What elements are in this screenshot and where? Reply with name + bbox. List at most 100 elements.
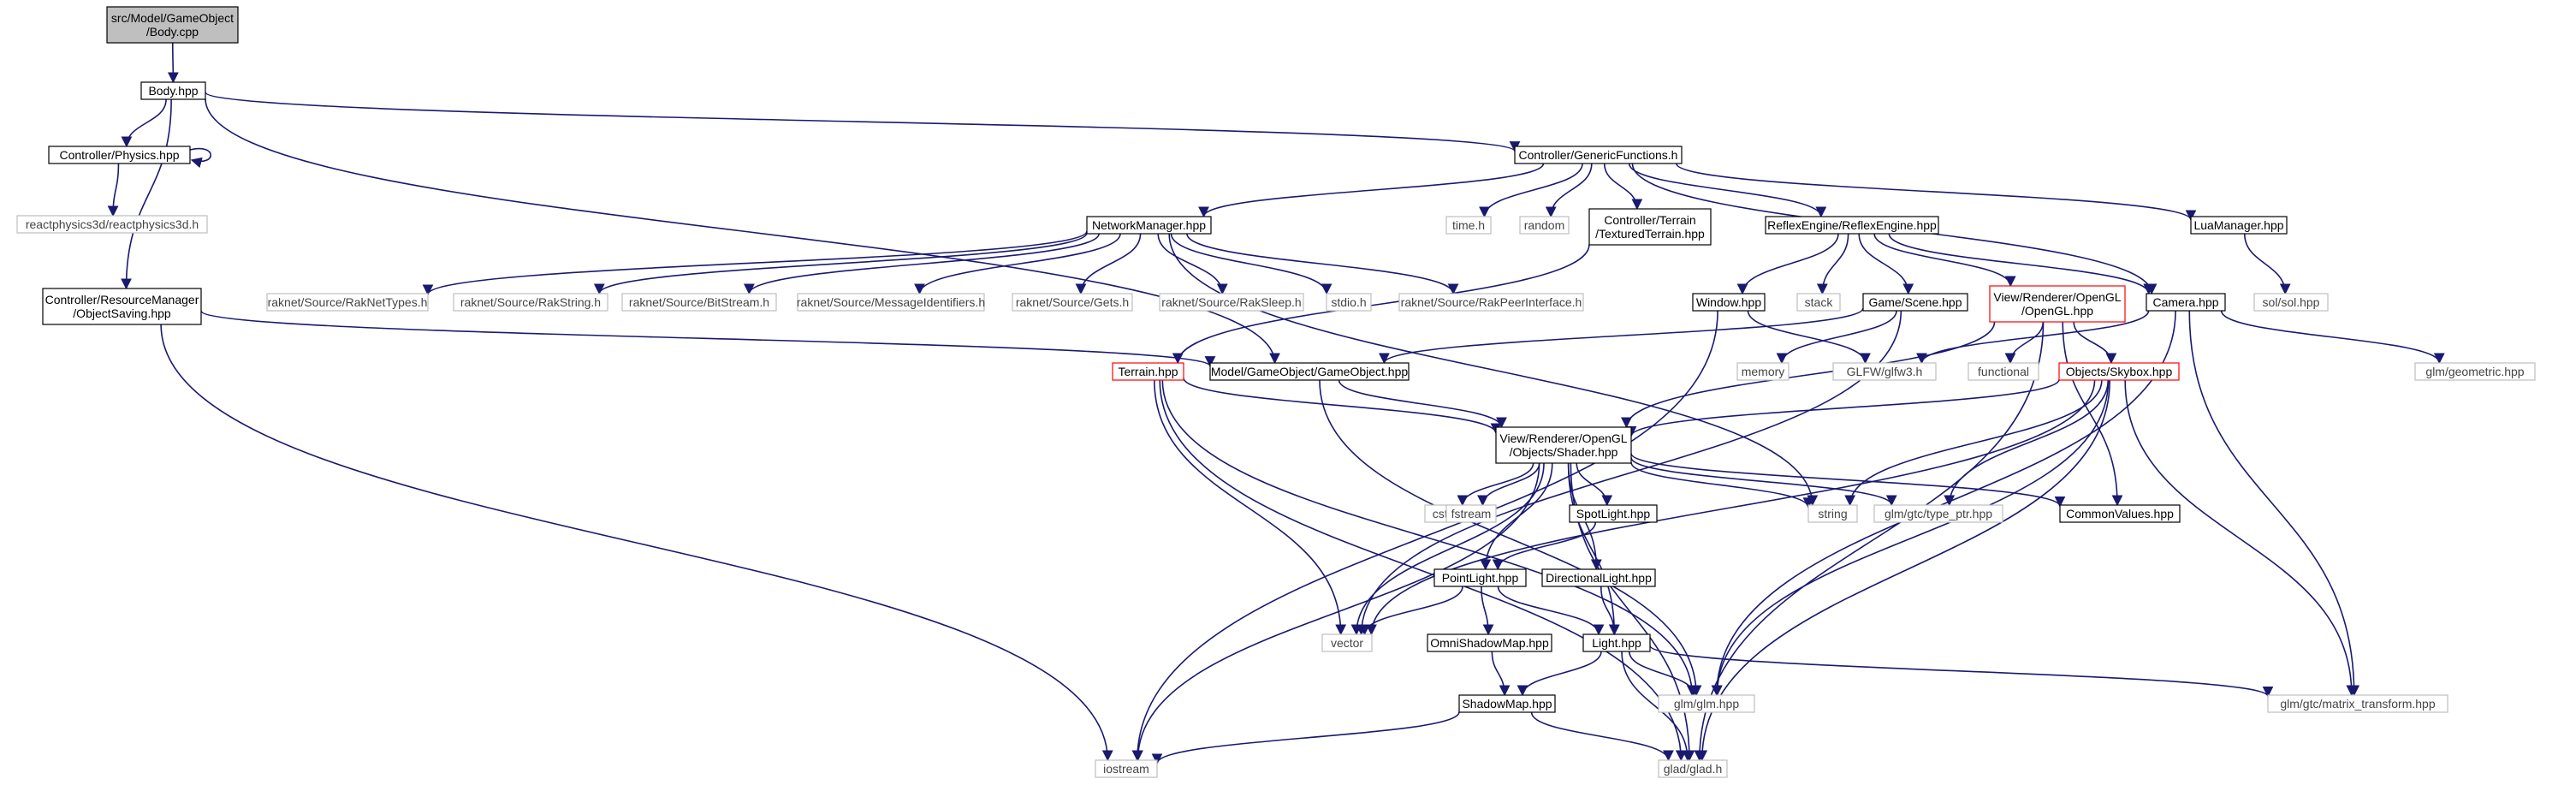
node-label: functional bbox=[1978, 365, 2029, 378]
edge-reflex-to-opengl bbox=[1873, 233, 2016, 288]
node-label: Controller/Physics.hpp bbox=[59, 148, 179, 162]
node-box bbox=[1445, 216, 1492, 235]
node-body_hpp[interactable]: Body.hpp bbox=[140, 81, 206, 100]
edge-terrainhpp-to-vector bbox=[1154, 379, 1347, 636]
edge-pointlight-to-vector bbox=[1359, 586, 1463, 636]
node-label: glm/gtc/type_ptr.hpp bbox=[1885, 507, 1992, 520]
node-gameobj[interactable]: Model/GameObject/GameObject.hpp bbox=[1209, 362, 1410, 381]
edge-opengl-to-shader bbox=[1621, 321, 1996, 429]
edge-body_hpp-to-gameobj bbox=[205, 98, 1280, 365]
node-genfunc[interactable]: Controller/GenericFunctions.h bbox=[1514, 146, 1683, 164]
node-label: glm/gtc/matrix_transform.hpp bbox=[2280, 697, 2435, 711]
node-opengl[interactable]: View/Renderer/OpenGL/OpenGL.hpp bbox=[1989, 285, 2126, 323]
node-skybox[interactable]: Objects/Skybox.hpp bbox=[2058, 362, 2180, 381]
node-react: reactphysics3d/reactphysics3d.h bbox=[16, 215, 208, 234]
node-physics[interactable]: Controller/Physics.hpp bbox=[48, 146, 191, 164]
node-texterrain[interactable]: Controller/Terrain/TexturedTerrain.hpp bbox=[1588, 208, 1712, 246]
node-label: GLFW/glfw3.h bbox=[1847, 365, 1923, 378]
edge-dirlight-to-light bbox=[1600, 586, 1620, 636]
node-box bbox=[1541, 568, 1656, 587]
node-label: raknet/Source/Gets.h bbox=[1016, 295, 1129, 309]
edge-genfunc-to-netmgr bbox=[1198, 163, 1545, 218]
node-netmgr[interactable]: NetworkManager.hpp bbox=[1086, 216, 1212, 235]
include-edges bbox=[107, 42, 2445, 765]
node-label: /TexturedTerrain.hpp bbox=[1595, 227, 1705, 241]
node-stack: stack bbox=[1796, 293, 1841, 312]
node-box bbox=[1832, 362, 1937, 381]
node-box bbox=[2146, 293, 2226, 312]
node-fstream: fstream bbox=[1445, 504, 1497, 523]
node-box bbox=[1321, 633, 1373, 652]
edge-skybox-to-shader bbox=[1625, 378, 2060, 437]
node-shadow[interactable]: ShadowMap.hpp bbox=[1458, 694, 1556, 713]
node-reflex[interactable]: ReflexEngine/ReflexEngine.hpp bbox=[1765, 216, 1939, 235]
node-terrainhpp[interactable]: Terrain.hpp bbox=[1112, 362, 1184, 381]
edge-shader-to-spotlight bbox=[1576, 462, 1613, 507]
node-label: sol/sol.hpp bbox=[2263, 295, 2320, 309]
node-label: Camera.hpp bbox=[2152, 295, 2218, 309]
node-box bbox=[2059, 504, 2181, 523]
edge-shader-to-light bbox=[1567, 462, 1620, 636]
edge-terrainhpp-to-glmhpp bbox=[1161, 379, 1698, 697]
node-box bbox=[1765, 216, 1939, 235]
node-common[interactable]: CommonValues.hpp bbox=[2059, 504, 2181, 523]
node-label: /Body.cpp bbox=[146, 25, 199, 39]
node-box bbox=[1209, 362, 1410, 381]
edge-shader-to-cstdio bbox=[1457, 462, 1534, 507]
edge-opengl-to-glad bbox=[1694, 321, 2045, 762]
node-label: raknet/Source/RakSleep.h bbox=[1161, 295, 1301, 309]
node-objsaving[interactable]: Controller/ResourceManager/ObjectSaving.… bbox=[42, 288, 202, 325]
node-functional: functional bbox=[1968, 362, 2039, 381]
edge-camera-to-geometric bbox=[2220, 310, 2445, 365]
edge-reflex-to-scene bbox=[1858, 233, 1914, 295]
node-camera[interactable]: Camera.hpp bbox=[2146, 293, 2226, 312]
node-label: Objects/Skybox.hpp bbox=[2066, 365, 2173, 378]
node-box bbox=[1398, 293, 1584, 312]
node-scene[interactable]: Game/Scene.hpp bbox=[1862, 293, 1968, 312]
node-msgid: raknet/Source/MessageIdentifiers.h bbox=[797, 293, 985, 312]
node-light[interactable]: Light.hpp bbox=[1582, 633, 1651, 652]
edge-skybox-to-vector bbox=[1366, 379, 2096, 636]
node-label: glm/geometric.hpp bbox=[2425, 365, 2524, 378]
edge-shader-to-vector bbox=[1350, 462, 1545, 636]
node-spotlight[interactable]: SpotLight.hpp bbox=[1569, 504, 1658, 523]
node-pointlight[interactable]: PointLight.hpp bbox=[1433, 568, 1527, 587]
edge-skybox-to-glad bbox=[1696, 379, 2111, 762]
node-dirlight[interactable]: DirectionalLight.hpp bbox=[1541, 568, 1656, 587]
node-shader[interactable]: View/Renderer/OpenGL/Objects/Shader.hpp bbox=[1495, 426, 1632, 464]
node-iostream: iostream bbox=[1095, 759, 1158, 778]
node-window[interactable]: Window.hpp bbox=[1692, 293, 1766, 312]
edge-skybox-to-glmhpp bbox=[1712, 379, 2110, 697]
node-geometric: glm/geometric.hpp bbox=[2414, 362, 2536, 381]
node-luamgr[interactable]: LuaManager.hpp bbox=[2190, 216, 2288, 235]
edge-genfunc-to-timeh bbox=[1479, 163, 1583, 218]
edge-scene-to-memory bbox=[1776, 310, 1897, 365]
node-label: reactphysics3d/reactphysics3d.h bbox=[26, 217, 199, 231]
node-box bbox=[797, 293, 985, 312]
edge-netmgr-to-rpeer bbox=[1186, 233, 1459, 295]
node-body_cpp[interactable]: src/Model/GameObject/Body.cpp bbox=[106, 6, 239, 44]
node-label: memory bbox=[1742, 365, 1785, 378]
node-box bbox=[1873, 504, 2003, 523]
node-box bbox=[1807, 504, 1858, 523]
node-bitstream: raknet/Source/BitStream.h bbox=[621, 293, 777, 312]
node-label: /OpenGL.hpp bbox=[2021, 304, 2093, 318]
node-box bbox=[48, 146, 191, 164]
node-box bbox=[1326, 293, 1372, 312]
edge-spotlight-to-pointlight bbox=[1492, 521, 1597, 571]
node-box bbox=[1658, 759, 1728, 778]
node-omni[interactable]: OmniShadowMap.hpp bbox=[1427, 633, 1552, 652]
edge-netmgr-to-stdioh bbox=[1170, 233, 1333, 295]
node-label: stack bbox=[1805, 295, 1834, 309]
node-label: ShadowMap.hpp bbox=[1462, 697, 1552, 711]
node-box bbox=[1112, 362, 1184, 381]
edge-body_cpp-to-body_hpp bbox=[167, 42, 179, 84]
node-label: raknet/Source/RakPeerInterface.h bbox=[1401, 295, 1582, 309]
node-label: OmniShadowMap.hpp bbox=[1430, 636, 1549, 650]
node-box bbox=[1086, 216, 1212, 235]
node-box bbox=[1862, 293, 1968, 312]
edge-omni-to-shadow bbox=[1491, 651, 1511, 697]
node-label: LuaManager.hpp bbox=[2193, 218, 2283, 232]
node-glmhpp: glm/glm.hpp bbox=[1658, 694, 1755, 713]
edge-reflex-to-window bbox=[1736, 233, 1839, 295]
